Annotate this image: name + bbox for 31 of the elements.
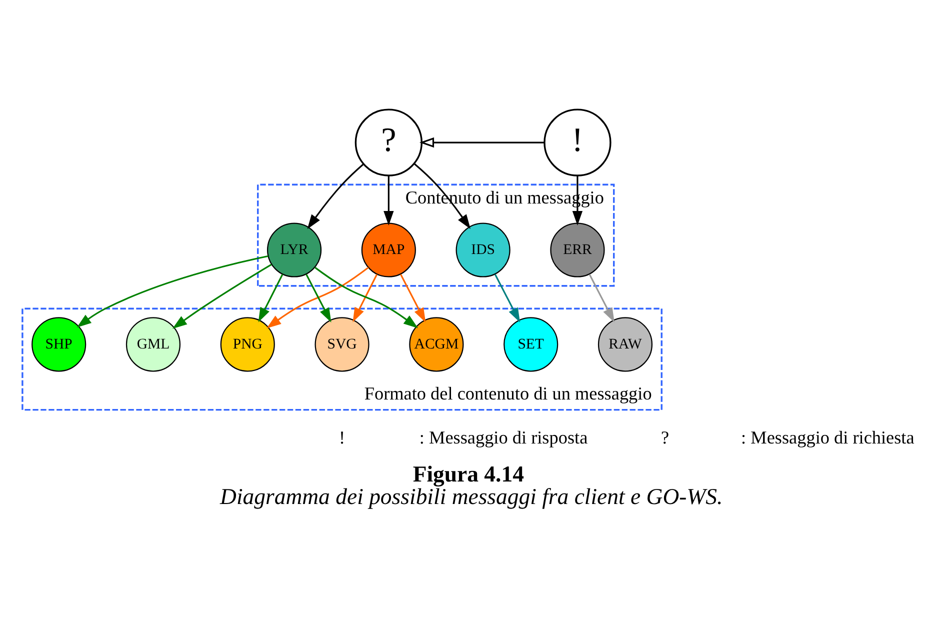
- node-circle: SET: [504, 316, 558, 372]
- node-circle: ACGM: [409, 316, 464, 372]
- node-circle: GML: [126, 316, 181, 372]
- node-circle: PNG: [220, 316, 275, 372]
- node-circle: LYR: [266, 222, 322, 277]
- arrow: [172, 263, 272, 328]
- node-circle: MAP: [361, 222, 416, 277]
- node-circle: IDS: [456, 222, 510, 277]
- diagram-title: Figura 4.14: [412, 460, 524, 486]
- node-circle: ERR: [550, 222, 605, 277]
- node-circle: SHP: [32, 316, 86, 372]
- node-circle: !: [544, 108, 612, 176]
- label: ?: [661, 427, 670, 448]
- arrow: [352, 274, 378, 322]
- arrow: [384, 175, 394, 226]
- label: : Messaggio di risposta: [419, 427, 588, 448]
- arrow: [588, 274, 614, 322]
- arrow: [76, 254, 268, 328]
- node-circle: SVG: [314, 316, 370, 372]
- arrow: [306, 274, 332, 322]
- label: : Messaggio di richiesta: [741, 427, 914, 448]
- arrow: [258, 274, 284, 322]
- arrow: [266, 266, 369, 328]
- arrow: [419, 136, 544, 148]
- label: !: [339, 427, 346, 448]
- node-circle: ?: [354, 108, 422, 176]
- arrow: [400, 274, 426, 322]
- node-circle: RAW: [598, 316, 653, 372]
- arrow: [314, 266, 418, 328]
- arrow: [307, 162, 364, 229]
- arrow: [494, 274, 520, 322]
